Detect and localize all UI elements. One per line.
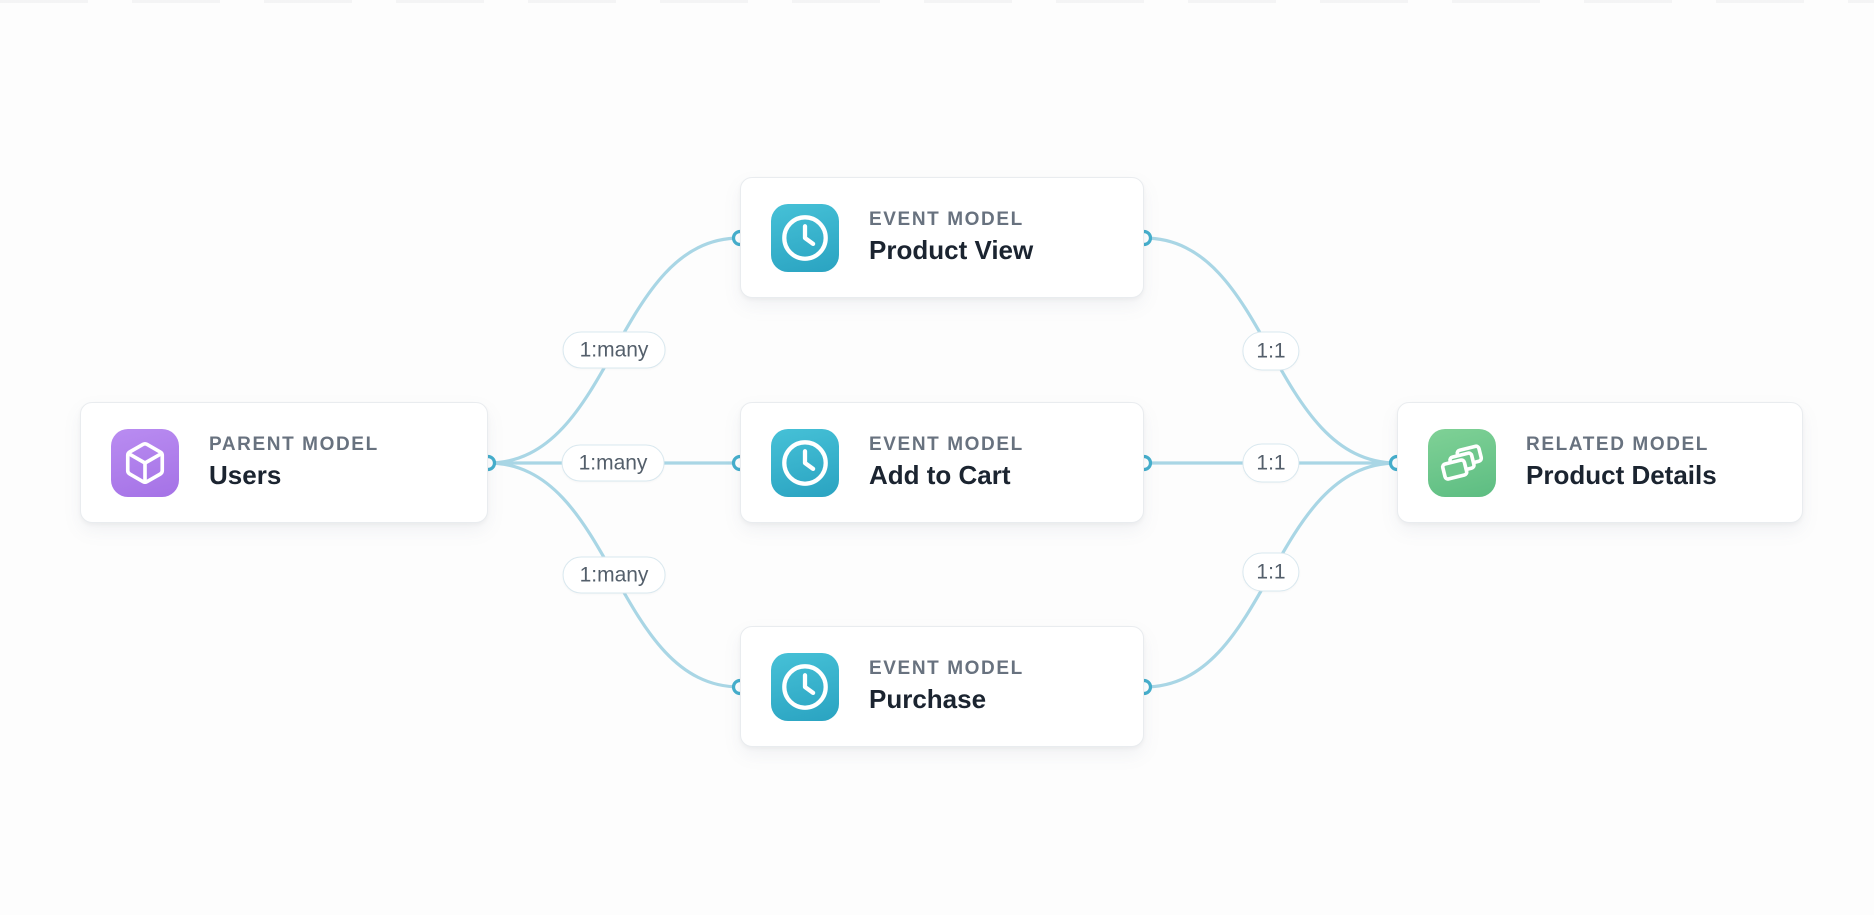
edge-label-product-view-details: 1:1 <box>1242 331 1300 371</box>
node-kind-label: EVENT MODEL <box>869 433 1024 455</box>
node-kind-label: EVENT MODEL <box>869 657 1024 679</box>
node-add-to-cart[interactable]: EVENT MODEL Add to Cart <box>740 402 1144 523</box>
node-kind-label: PARENT MODEL <box>209 433 379 455</box>
node-purchase[interactable]: EVENT MODEL Purchase <box>740 626 1144 747</box>
node-title-label: Purchase <box>869 683 987 714</box>
node-kind-label: EVENT MODEL <box>869 208 1024 230</box>
clock-icon <box>771 428 839 497</box>
cube-icon <box>111 428 179 497</box>
node-users[interactable]: PARENT MODEL Users <box>80 402 488 523</box>
edge-label-users-add-to-cart: 1:many <box>561 444 665 482</box>
node-title-label: Product Details <box>1526 459 1717 490</box>
layers-icon <box>1428 428 1496 497</box>
node-product-view[interactable]: EVENT MODEL Product View <box>740 177 1144 298</box>
edge-label-purchase-details: 1:1 <box>1242 552 1300 592</box>
clock-icon <box>771 203 839 272</box>
clock-icon <box>771 652 839 721</box>
node-product-details[interactable]: RELATED MODEL Product Details <box>1397 402 1803 523</box>
edge-label-add-to-cart-details: 1:1 <box>1242 443 1300 483</box>
node-title-label: Add to Cart <box>869 459 1011 490</box>
node-title-label: Product View <box>869 234 1034 265</box>
node-title-label: Users <box>209 459 282 490</box>
node-kind-label: RELATED MODEL <box>1526 433 1709 455</box>
edge-label-users-product-view: 1:many <box>562 331 666 369</box>
edge-label-users-purchase: 1:many <box>562 556 666 594</box>
